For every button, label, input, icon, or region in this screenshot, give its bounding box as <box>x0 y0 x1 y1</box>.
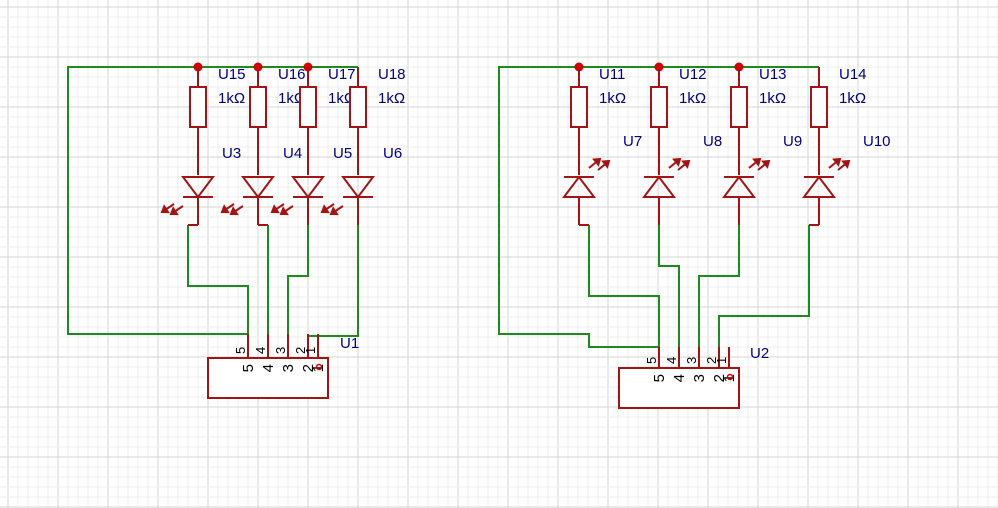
pin-number: 5 <box>644 357 659 364</box>
led-designator: U10 <box>863 133 891 150</box>
led-u4[interactable] <box>220 176 275 225</box>
led-designator: U9 <box>783 133 802 150</box>
resistor-designator: U15 <box>218 66 246 83</box>
resistor-value: 1kΩ <box>278 90 305 107</box>
resistor-value: 1kΩ <box>679 90 706 107</box>
led-designator: U8 <box>703 133 722 150</box>
resistor-u15[interactable] <box>189 67 207 175</box>
wire-led4-right[interactable] <box>718 225 810 368</box>
right-branch-2: U12 1kΩ U8 <box>642 62 722 225</box>
resistor-u16[interactable] <box>249 67 267 175</box>
resistor-value: 1kΩ <box>839 90 866 107</box>
resistor-designator: U16 <box>278 66 306 83</box>
pin-number-inner: 5 <box>240 364 257 372</box>
pin-number-inner: 5 <box>651 374 668 382</box>
left-branch-4: U18 1kΩ U6 <box>320 66 406 225</box>
led-designator: U6 <box>383 145 402 162</box>
left-branch-2: U16 1kΩ U4 <box>220 62 306 225</box>
pin-number-inner: 2 <box>711 374 728 382</box>
resistor-designator: U18 <box>378 66 406 83</box>
pin-number: 3 <box>684 357 699 364</box>
resistor-value: 1kΩ <box>599 90 626 107</box>
pin-number-inner: 3 <box>691 374 708 382</box>
led-u8[interactable] <box>642 157 691 225</box>
pin-number: 1 <box>303 347 318 354</box>
pin-number: 2 <box>704 357 719 364</box>
led-u10[interactable] <box>802 157 851 225</box>
pin-number-inner: 2 <box>300 364 317 372</box>
pin-number: 5 <box>233 347 248 354</box>
left-branch-3: U17 1kΩ U5 <box>270 62 356 225</box>
resistor-value: 1kΩ <box>218 90 245 107</box>
led-designator: U4 <box>283 145 302 162</box>
pin-number-inner: 1 <box>310 364 327 372</box>
pin-number: 1 <box>714 357 729 364</box>
resistor-designator: U14 <box>839 66 867 83</box>
resistor-u14[interactable] <box>810 67 828 175</box>
pin-number: 2 <box>293 347 308 354</box>
pin-number: 4 <box>664 357 679 364</box>
wire-led1-left[interactable] <box>187 225 249 334</box>
wire-led3-right[interactable] <box>698 225 740 368</box>
right-components: U11 1kΩ U7 U12 1kΩ U8 U13 1kΩ U9 U14 1kΩ U10 <box>562 62 891 226</box>
resistor-u13[interactable] <box>730 67 748 175</box>
connector-designator: U1 <box>340 335 359 352</box>
resistor-value: 1kΩ <box>328 90 355 107</box>
pin-number-inner: 4 <box>671 374 688 382</box>
pin1-marker <box>726 373 734 381</box>
right-branch-3: U13 1kΩ U9 <box>722 62 802 225</box>
resistor-designator: U13 <box>759 66 787 83</box>
connector-designator: U2 <box>750 345 769 362</box>
pin1-marker <box>315 363 323 371</box>
led-u7[interactable] <box>562 157 611 225</box>
wire-led2-right[interactable] <box>658 225 680 368</box>
left-components: U15 1kΩ U3 U16 1kΩ U4 U17 1kΩ U5 U18 1kΩ U6 <box>160 62 406 226</box>
resistor-designator: U12 <box>679 66 707 83</box>
led-designator: U3 <box>222 145 241 162</box>
resistor-u17[interactable] <box>299 67 317 175</box>
led-designator: U7 <box>623 133 642 150</box>
pin-number-inner: 3 <box>280 364 297 372</box>
led-u9[interactable] <box>722 157 771 225</box>
resistor-designator: U11 <box>599 66 625 83</box>
pin-number-inner: 1 <box>721 374 738 382</box>
connector-body <box>618 367 740 409</box>
wire-led3-left[interactable] <box>287 225 309 358</box>
resistor-value: 1kΩ <box>378 90 405 107</box>
resistor-value: 1kΩ <box>759 90 786 107</box>
pin-number: 4 <box>253 347 268 354</box>
resistor-designator: U17 <box>328 66 356 83</box>
pin-number-inner: 4 <box>260 364 277 372</box>
right-branch-4: U14 1kΩ U10 <box>802 66 891 225</box>
pin-number: 3 <box>273 347 288 354</box>
led-u6[interactable] <box>320 176 375 225</box>
resistor-u11[interactable] <box>570 67 588 175</box>
led-u3[interactable] <box>160 176 215 225</box>
left-branch-1: U15 1kΩ U3 <box>160 62 246 225</box>
led-designator: U5 <box>333 145 352 162</box>
right-branch-1: U11 1kΩ U7 <box>562 62 642 225</box>
led-u5[interactable] <box>270 176 325 225</box>
connector-body <box>207 357 329 399</box>
resistor-u18[interactable] <box>349 67 367 175</box>
resistor-u12[interactable] <box>650 67 668 175</box>
wire-led1-right[interactable] <box>588 225 660 347</box>
